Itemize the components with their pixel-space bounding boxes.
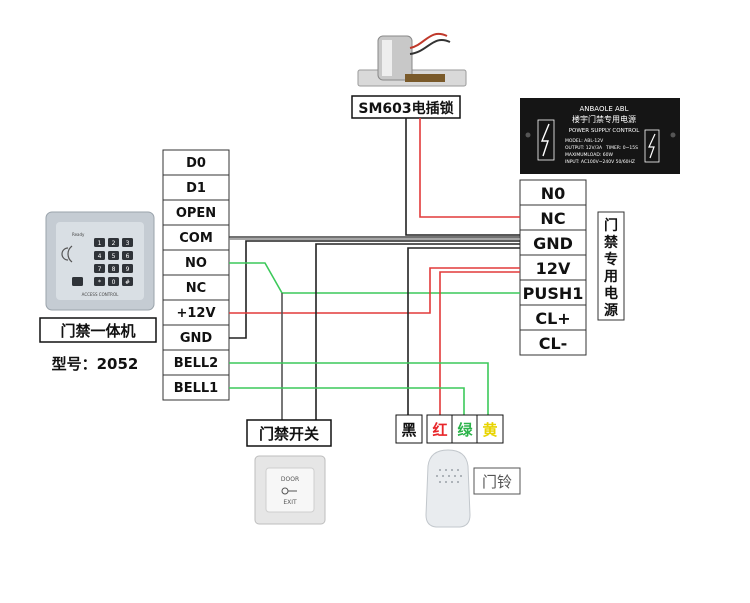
bell-key: [72, 277, 83, 286]
bell-wire-black-label: 黑: [401, 421, 416, 439]
power-side-char-3: 专: [604, 251, 618, 268]
keypad-key: [94, 264, 105, 273]
keypad-key-label: 5: [112, 253, 116, 260]
keypad-key: [94, 251, 105, 260]
exit-door-text: DOOR: [281, 476, 299, 483]
wires: [229, 118, 520, 420]
keypad-key-label: 2: [112, 240, 116, 247]
power-terminal-cl-minus: CL-: [539, 334, 568, 353]
ctrl-terminal-d0: D0: [186, 156, 206, 171]
bell-wire-red-label: 红: [432, 421, 447, 439]
keypad-key: [94, 277, 105, 286]
power-side-char-1: 门: [604, 217, 618, 234]
ctrl-terminal-open: OPEN: [176, 206, 216, 221]
wire-lock-red: [419, 118, 520, 218]
keypad-key-label: 9: [126, 266, 130, 273]
doorbell-label: 门铃: [482, 473, 512, 491]
controller-labels: 门禁一体机 型号：2052: [39, 317, 157, 373]
keypad-key-label: 8: [112, 266, 116, 273]
lock-label: SM603电插锁: [358, 100, 453, 117]
keypad-key: [122, 264, 133, 273]
exit-exit-text: EXIT: [283, 499, 297, 506]
bell-wire-green-label: 绿: [457, 421, 473, 439]
ctrl-terminal-bell1: BELL1: [174, 381, 218, 396]
power-terminal-gnd: GND: [533, 234, 573, 253]
power-supply-plate: ANBAOLE ABL 楼宇门禁专用电源 POWER SUPPLY CONTRO…: [520, 98, 680, 174]
electric-lock: SM603电插锁: [351, 33, 467, 119]
rfid-icon: [61, 245, 73, 263]
ctrl-terminal-gnd: GND: [180, 331, 213, 346]
ctrl-terminal-12v: +12V: [176, 306, 215, 321]
power-brand: ANBAOLE ABL: [579, 105, 628, 113]
keypad-keys: 1 2 3 4 5 6 7 8 9 * 0 # ACCESS CONTROL: [72, 238, 133, 297]
wire-12v: [229, 267, 520, 314]
exit-switch: 门禁开关 DOOR EXIT: [246, 419, 332, 525]
keypad-key-label: #: [125, 279, 130, 286]
keypad-brand: ACCESS CONTROL: [82, 292, 119, 297]
keypad-key: [94, 238, 105, 247]
keypad-key: [122, 277, 133, 286]
keypad-key-label: *: [98, 279, 101, 286]
ctrl-terminal-com: COM: [179, 231, 213, 246]
wire-bell-black: [407, 247, 520, 415]
power-title-en: POWER SUPPLY CONTROL: [569, 128, 641, 134]
power-terminal-n0: N0: [541, 184, 566, 203]
wire-bell-red: [439, 271, 520, 415]
power-spec-max: MAXIMUMLOAD: 60W: [565, 152, 613, 158]
keypad-key-label: 3: [126, 240, 130, 247]
power-terminal-nc: NC: [540, 209, 565, 228]
power-spec-timer: TIMER: 0~15S: [605, 145, 638, 151]
controller-name: 门禁一体机: [60, 322, 135, 340]
power-side-label: 门 禁 专 用 电 源: [597, 211, 625, 321]
power-side-char-4: 用: [604, 269, 618, 285]
keypad-key: [108, 251, 119, 260]
controller-model: 型号：2052: [52, 355, 139, 373]
ctrl-terminal-d1: D1: [186, 181, 206, 196]
power-terminal-cl-plus: CL+: [535, 309, 570, 328]
power-side-char-2: 禁: [604, 234, 618, 251]
bell-wire-yellow-label: 黄: [482, 421, 497, 439]
lightning-icon-right: [648, 133, 656, 159]
wire-no-push1: [229, 262, 520, 294]
keypad-key: [108, 264, 119, 273]
wire-bell2-green: [229, 362, 489, 415]
keypad-key-label: 1: [98, 240, 102, 247]
power-terminal-push1: PUSH1: [523, 284, 584, 303]
ctrl-terminal-bell2: BELL2: [174, 356, 218, 371]
keypad-key: [122, 238, 133, 247]
bell-wire-labels: 黑 红 绿 黄: [395, 414, 504, 444]
ctrl-terminal-no: NO: [185, 256, 207, 271]
keypad-key: [122, 251, 133, 260]
wire-gnd-gnd: [229, 240, 520, 339]
power-title-cn: 楼宇门禁专用电源: [572, 114, 636, 124]
lightning-icon: [540, 123, 550, 157]
keypad-key-label: 6: [126, 253, 130, 260]
keypad-key-label: 7: [98, 266, 102, 273]
ctrl-terminal-nc: NC: [186, 281, 206, 296]
doorbell: 门铃: [425, 449, 521, 528]
power-spec-output: OUTPUT: 12V/3A: [565, 145, 603, 151]
controller-terminal-block: D0 D1 OPEN COM NO NC +12V GND BELL2 BELL…: [162, 149, 230, 401]
wire-bell1-green: [229, 387, 465, 415]
exit-switch-label: 门禁开关: [259, 425, 319, 443]
keypad-key: [108, 277, 119, 286]
power-spec-model: MODEL: ABL-12V: [565, 138, 604, 144]
wire-exit-gnd: [315, 243, 520, 420]
power-side-char-6: 源: [604, 302, 618, 319]
keypad-key-label: 0: [112, 279, 116, 286]
power-side-char-5: 电: [604, 285, 618, 302]
wire-lock-black: [405, 118, 520, 236]
keypad-key: [108, 238, 119, 247]
speaker-grille-icon: [436, 469, 462, 483]
power-spec-input: INPUT: AC100V~240V 50/60HZ: [565, 159, 635, 165]
power-terminal-block: N0 NC GND 12V PUSH1 CL+ CL-: [519, 179, 587, 356]
power-terminal-12v: 12V: [536, 259, 571, 278]
svg-text:Ready: Ready: [72, 232, 85, 237]
keypad-key-label: 4: [98, 253, 102, 260]
